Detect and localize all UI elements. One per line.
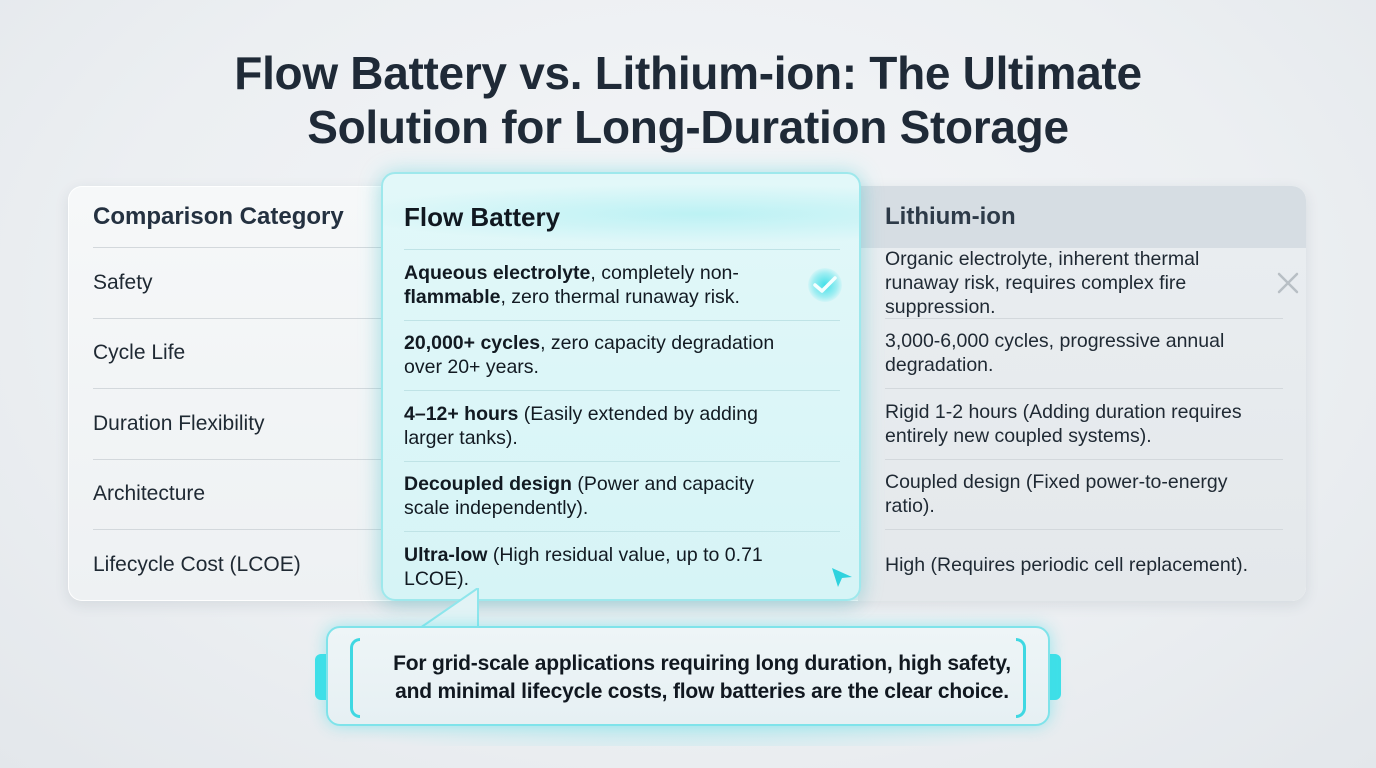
lithium-header-background xyxy=(858,186,1306,248)
cursor-icon xyxy=(829,565,855,589)
lithium-column-background xyxy=(858,248,1306,601)
lithium-ion-header: Lithium-ion xyxy=(885,203,1016,230)
flow-highlight: 4–12+ hours xyxy=(404,402,519,425)
title-line-2: Solution for Long-Duration Storage xyxy=(307,101,1069,153)
x-icon xyxy=(1275,270,1301,296)
category-cell: Duration Flexibility xyxy=(93,389,381,460)
lithium-cell-architecture: Coupled design (Fixed power-to-energy ra… xyxy=(885,460,1283,530)
battery-terminal-right xyxy=(1049,654,1061,700)
page-title: Flow Battery vs. Lithium-ion: The Ultima… xyxy=(0,46,1376,154)
lithium-cell-cost: High (Requires periodic cell replacement… xyxy=(885,554,1249,577)
conclusion-callout: For grid-scale applications requiring lo… xyxy=(294,616,1082,746)
flow-highlight: Ultra-low xyxy=(404,544,488,567)
flow-highlight: 20,000+ cycles xyxy=(404,332,541,355)
battery-terminal-left xyxy=(315,654,327,700)
flow-highlight: Aqueous electrolyte xyxy=(404,261,591,284)
category-column: Comparison Category Safety Cycle Life Du… xyxy=(93,186,381,601)
flow-cell-cost: Ultra-low (High residual value, up to 0.… xyxy=(404,544,763,591)
flow-cell-cycle-life: 20,000+ cycles, zero capacity degradatio… xyxy=(404,321,840,391)
title-line-1: Flow Battery vs. Lithium-ion: The Ultima… xyxy=(234,47,1142,99)
battery-body: For grid-scale applications requiring lo… xyxy=(326,626,1050,726)
category-cell: Lifecycle Cost (LCOE) xyxy=(93,553,301,577)
lithium-cell-cycle-life: 3,000-6,000 cycles, progressive annual d… xyxy=(885,319,1283,389)
category-cell: Cycle Life xyxy=(93,319,381,389)
flow-battery-column: Flow Battery Aqueous electrolyte, comple… xyxy=(381,172,861,601)
lithium-cell-duration: Rigid 1-2 hours (Adding duration require… xyxy=(885,389,1283,460)
category-header: Comparison Category xyxy=(93,186,381,248)
flow-cell-architecture: Decoupled design (Power and capacity sca… xyxy=(404,462,840,532)
wave-decoration xyxy=(383,184,859,244)
category-cell: Architecture xyxy=(93,460,381,530)
bracket-left xyxy=(350,638,360,718)
flow-highlight: Decoupled design xyxy=(404,473,572,496)
lithium-cell-safety: Organic electrolyte, inherent thermal ru… xyxy=(885,248,1299,319)
category-cell: Safety xyxy=(93,248,381,319)
flow-cell-safety: Aqueous electrolyte, completely non-flam… xyxy=(404,250,842,321)
flow-battery-header: Flow Battery xyxy=(404,186,840,250)
bracket-right xyxy=(1016,638,1026,718)
flow-highlight: flammable xyxy=(404,285,501,308)
conclusion-text: For grid-scale applications requiring lo… xyxy=(393,652,1011,703)
check-icon xyxy=(808,267,842,302)
flow-cell-duration: 4–12+ hours (Easily extended by adding l… xyxy=(404,391,840,462)
lithium-ion-column: Lithium-ion Organic electrolyte, inheren… xyxy=(885,186,1299,601)
